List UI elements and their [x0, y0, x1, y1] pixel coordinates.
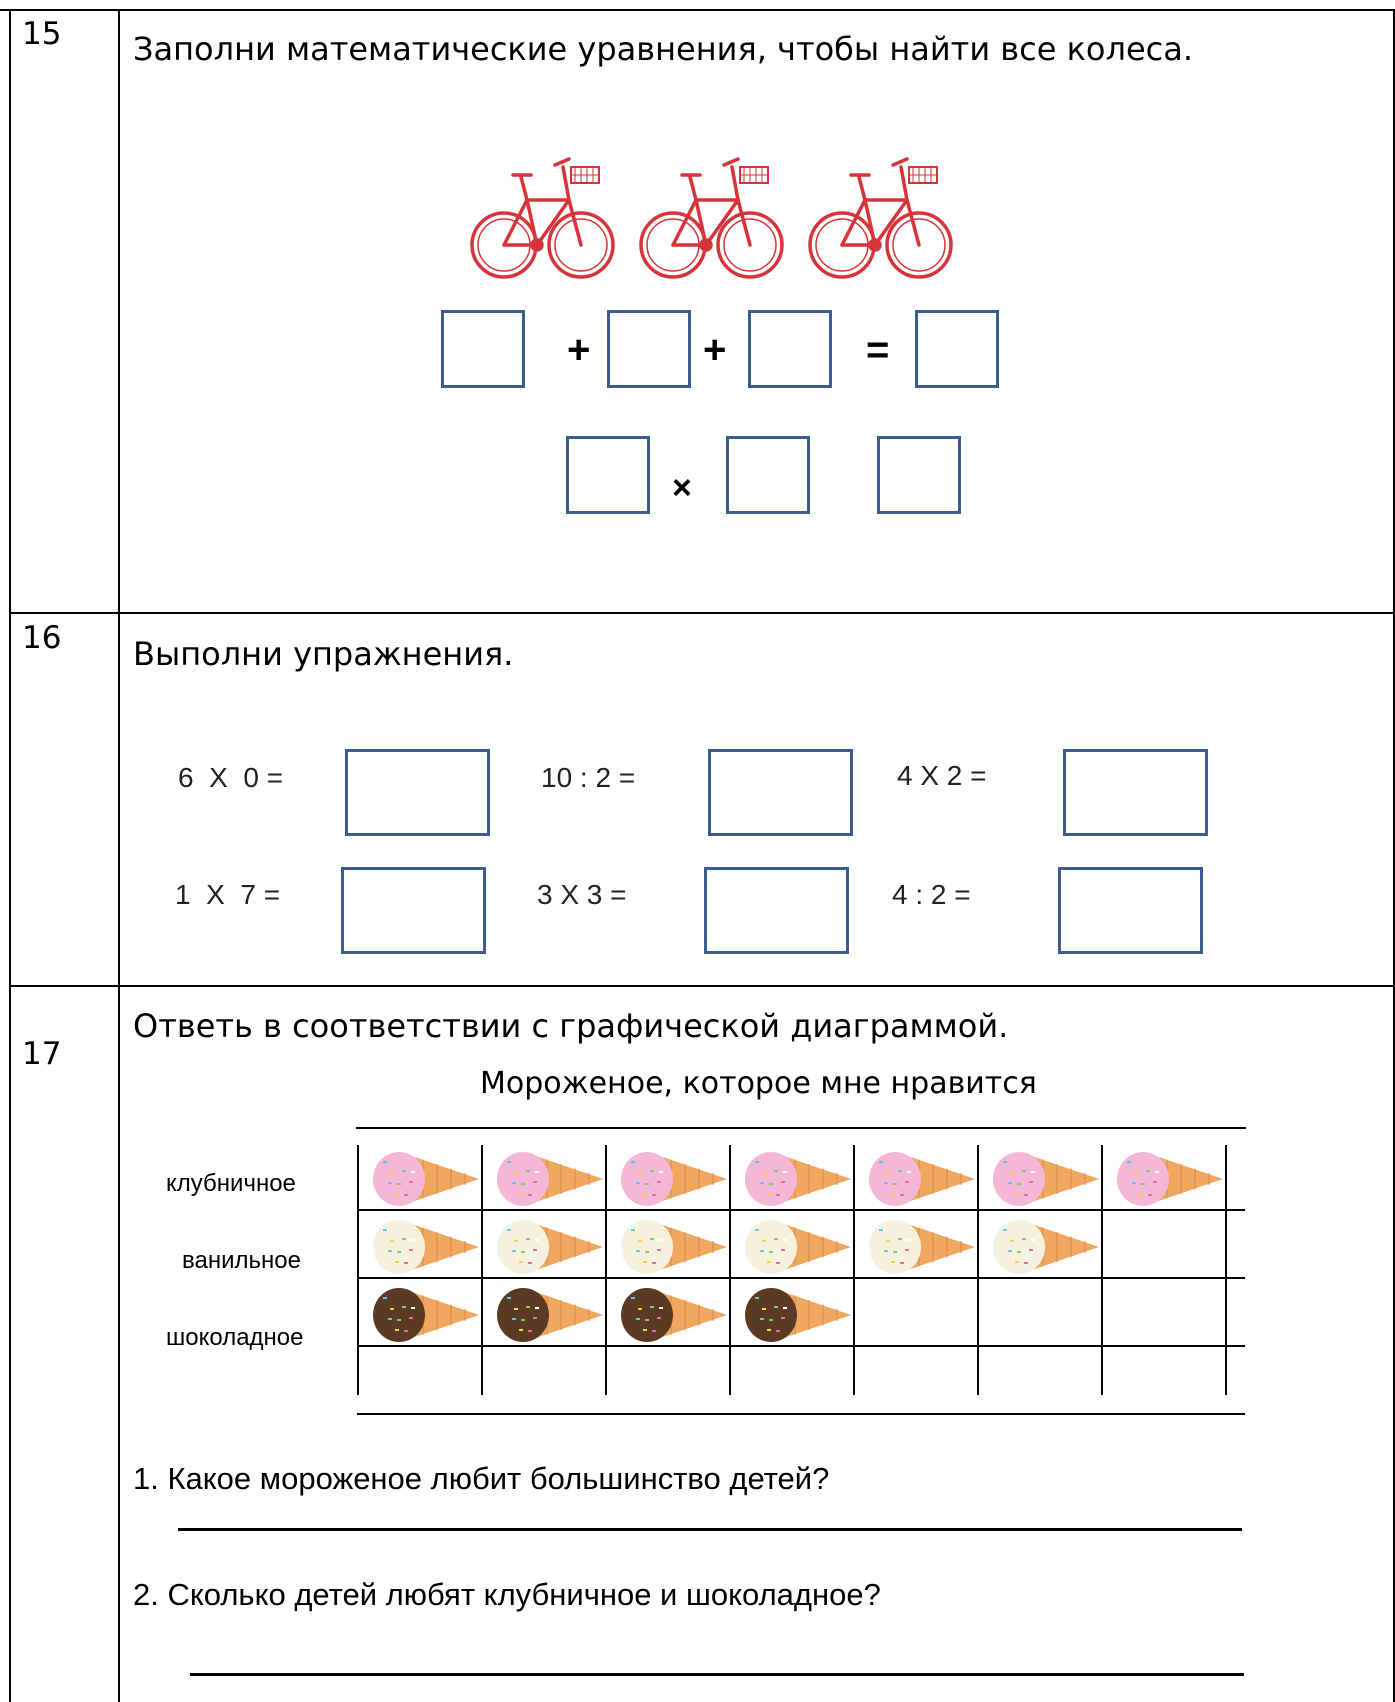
pictograph-column-line: [853, 1145, 855, 1395]
exercise-1: 6 X 0 =: [178, 762, 284, 793]
exercise-4: 1 X 7 =: [175, 879, 281, 910]
row-divider-15-16: [9, 612, 1395, 614]
pictograph-column-line: [481, 1145, 483, 1395]
ice-cream-icon: [745, 1152, 851, 1206]
question-2-answer-line[interactable]: [190, 1673, 1244, 1676]
pictograph-column-line: [605, 1145, 607, 1395]
ice-cream-icon: [497, 1220, 603, 1274]
pictograph-column-line: [1101, 1145, 1103, 1395]
task-instruction-16: Выполни упражнения.: [133, 635, 514, 673]
exercise-4-answer-box[interactable]: [341, 867, 486, 954]
exercise-6-answer-box[interactable]: [1058, 867, 1203, 954]
bicycle-icon: [639, 157, 784, 279]
exercise-6: 4 : 2 =: [892, 879, 971, 910]
exercise-5: 3 X 3 =: [537, 879, 627, 910]
flavor-label: клубничное: [166, 1170, 296, 1197]
table-right-border: [1393, 9, 1395, 1702]
pictograph-column-line: [977, 1145, 979, 1395]
flavor-label: ванильное: [182, 1247, 301, 1274]
equals-sign: =: [866, 328, 890, 372]
ice-cream-icon: [869, 1220, 975, 1274]
table-column-divider: [118, 9, 120, 1702]
ice-cream-icon: [993, 1220, 1099, 1274]
ice-cream-icon: [1117, 1152, 1223, 1206]
ice-cream-icon: [497, 1288, 603, 1342]
pictograph-column-line: [729, 1145, 731, 1395]
ice-cream-icon: [869, 1152, 975, 1206]
ice-cream-icon: [373, 1288, 479, 1342]
bicycle-icon: [470, 157, 615, 279]
table-top-border: [0, 9, 1395, 11]
answer-box-sum[interactable]: [915, 310, 999, 388]
question-1-answer-line[interactable]: [178, 1528, 1242, 1531]
plus-sign: +: [567, 328, 591, 372]
ice-cream-icon: [621, 1152, 727, 1206]
pictograph-row-line: [357, 1413, 1245, 1415]
ice-cream-icon: [745, 1220, 851, 1274]
table-left-border: [9, 9, 11, 1702]
question-2: 2. Сколько детей любят клубничное и шоко…: [133, 1577, 881, 1612]
pictograph-title: Мороженое, которое мне нравится: [480, 1066, 1037, 1101]
answer-box-factor-1[interactable]: [566, 436, 650, 514]
answer-box-addend-1[interactable]: [441, 310, 525, 388]
ice-cream-icon: [621, 1220, 727, 1274]
pictograph-row-line: [357, 1345, 1245, 1347]
pictograph-column-line: [1225, 1145, 1227, 1395]
exercise-5-answer-box[interactable]: [704, 867, 849, 954]
exercise-3-answer-box[interactable]: [1063, 749, 1208, 836]
task-number-16: 16: [22, 620, 62, 656]
answer-box-product[interactable]: [877, 436, 961, 514]
answer-box-addend-3[interactable]: [748, 310, 832, 388]
pictograph-top-rule: [356, 1127, 1246, 1129]
answer-box-addend-2[interactable]: [607, 310, 691, 388]
plus-sign: +: [703, 328, 727, 372]
ice-cream-icon: [621, 1288, 727, 1342]
ice-cream-icon: [993, 1152, 1099, 1206]
question-1: 1. Какое мороженое любит большинство дет…: [133, 1461, 830, 1496]
bicycle-icon: [808, 157, 953, 279]
ice-cream-icon: [497, 1152, 603, 1206]
ice-cream-icon: [373, 1220, 479, 1274]
pictograph-row-line: [357, 1209, 1245, 1211]
answer-box-factor-2[interactable]: [726, 436, 810, 514]
pictograph-column-line: [357, 1145, 359, 1395]
ice-cream-icon: [745, 1288, 851, 1342]
ice-cream-icon: [373, 1152, 479, 1206]
exercise-2-answer-box[interactable]: [708, 749, 853, 836]
task-number-15: 15: [22, 16, 62, 52]
row-divider-16-17: [9, 985, 1395, 987]
task-instruction-15: Заполни математические уравнения, чтобы …: [133, 30, 1194, 68]
pictograph-row-line: [357, 1277, 1245, 1279]
exercise-3: 4 X 2 =: [897, 760, 987, 791]
exercise-1-answer-box[interactable]: [345, 749, 490, 836]
task-instruction-17: Ответь в соответствии с графической диаг…: [133, 1007, 1009, 1045]
task-number-17: 17: [22, 1036, 62, 1072]
flavor-label: шоколадное: [166, 1324, 304, 1351]
exercise-2: 10 : 2 =: [541, 762, 636, 793]
times-sign: ×: [672, 469, 692, 507]
